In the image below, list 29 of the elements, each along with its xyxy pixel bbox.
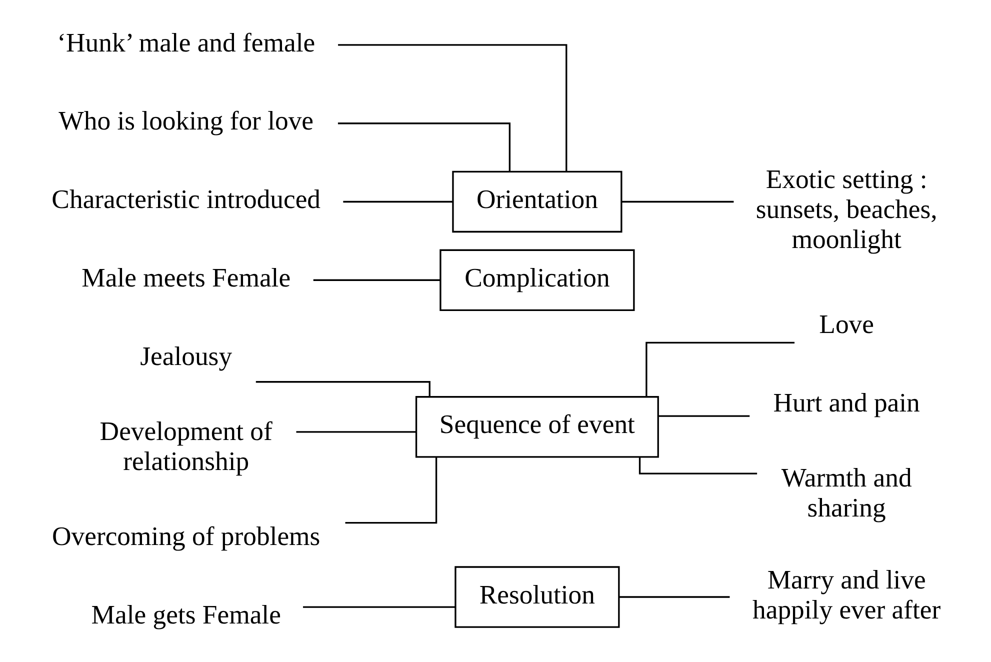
node-text: Love xyxy=(819,309,874,340)
node-text: Characteristic introduced xyxy=(52,184,321,214)
connector xyxy=(303,606,456,608)
node-text: Warmth and sharing xyxy=(781,462,912,523)
node-text: Marry and live happily ever after xyxy=(752,564,941,624)
node-box: Complication xyxy=(440,249,635,311)
connector xyxy=(622,200,734,203)
node-text: Development of relationship xyxy=(100,416,272,476)
node-text: ‘Hunk’ male and female xyxy=(57,27,316,58)
connector xyxy=(658,415,750,417)
connector xyxy=(338,44,568,172)
connector xyxy=(338,122,510,172)
connector xyxy=(619,596,730,598)
connector xyxy=(646,342,794,396)
node-box: Orientation xyxy=(452,170,622,233)
node-text: Who is looking for love xyxy=(58,106,314,136)
connector xyxy=(296,431,416,433)
connector xyxy=(345,457,438,524)
node-text: Male gets Female xyxy=(91,599,281,630)
node-text: Male meets Female xyxy=(82,262,291,292)
node-box: Sequence of event xyxy=(415,396,659,458)
node-text: Hurt and pain xyxy=(773,388,920,418)
connector xyxy=(638,457,758,474)
connector xyxy=(343,200,453,203)
connector xyxy=(313,279,440,281)
node-text: Jealousy xyxy=(140,340,232,371)
node-text: Exotic setting : sunsets, beaches, moonlight xyxy=(756,164,938,254)
node-box: Resolution xyxy=(454,566,620,628)
node-text: Overcoming of problems xyxy=(52,520,320,551)
